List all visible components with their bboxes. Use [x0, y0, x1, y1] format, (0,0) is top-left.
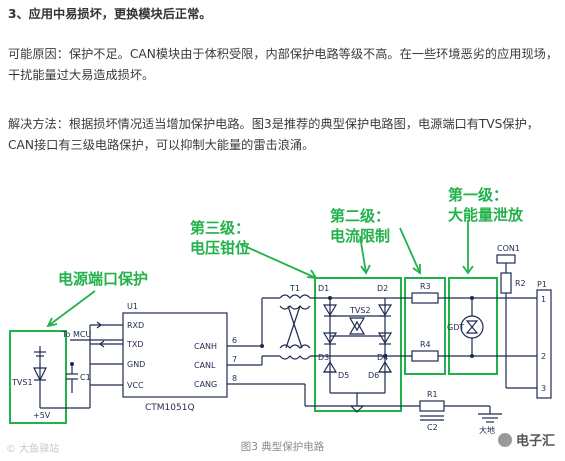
pin-number-8: 8 — [232, 374, 237, 383]
solution-paragraph: 解决方法：根据损坏情况适当增加保护电路。图3是推荐的典型保护电路图，电源端口有T… — [8, 117, 539, 152]
chip-pin-cang: CANG — [194, 380, 217, 389]
label-r4: R4 — [420, 340, 431, 349]
label-p1-pin3: 3 — [541, 384, 546, 393]
chip-pin-rxd: RXD — [127, 321, 144, 330]
annotation-level2-desc: 电流限制 — [330, 227, 390, 245]
label-tvs1: TVS1 — [11, 378, 33, 387]
label-d5: D5 — [338, 371, 349, 380]
wechat-icon — [497, 432, 512, 447]
annotation-level3-desc: 电压钳位 — [190, 239, 250, 257]
chip-pin-canl: CANL — [194, 361, 216, 370]
label-tvs2: TVS2 — [349, 306, 371, 315]
section-heading: 3、应用中易损坏，更换模块后正常。 — [8, 7, 212, 21]
label-con1: CON1 — [497, 244, 520, 253]
label-d3: D3 — [318, 353, 329, 362]
chip-pin-txd: TXD — [126, 340, 144, 349]
annotation-level2-title: 第二级： — [330, 207, 390, 225]
chip-ctm1051q — [122, 312, 228, 398]
watermark-left: © 大鱼驿站 — [6, 444, 60, 455]
watermark-right-text: 电子汇 — [515, 434, 555, 449]
label-u1: U1 — [127, 302, 138, 311]
chip-pin-canh: CANH — [194, 342, 217, 351]
label-mcu: To MCU — [61, 330, 91, 339]
label-p1-pin1: 1 — [541, 295, 546, 304]
annotation-level3-title: 第三级： — [190, 219, 250, 237]
label-d1: D1 — [318, 284, 329, 293]
label-r2: R2 — [515, 279, 526, 288]
annotation-level1-desc: 大能量泄放 — [448, 206, 524, 224]
label-5v: +5V — [33, 411, 51, 420]
label-p1-pin2: 2 — [541, 352, 546, 361]
connector-p1 — [536, 289, 552, 399]
pin-number-6: 6 — [232, 336, 237, 345]
label-d2: D2 — [377, 284, 388, 293]
chip-name: CTM1051Q — [145, 403, 195, 413]
label-t1: T1 — [289, 284, 300, 293]
annotation-level1-title: 第一级： — [448, 186, 508, 204]
annotation-power-port: 电源端口保护 — [58, 270, 148, 288]
watermark-right: 电子汇 — [497, 430, 555, 449]
protection-circuit-diagram: 电源端口保护 第三级： 电压钳位 第二级： 电流限制 第一级： 大能量泄放 U1… — [9, 186, 552, 435]
label-p1: P1 — [537, 280, 547, 289]
pin-number-7: 7 — [232, 355, 237, 364]
chip-pin-vcc: VCC — [127, 381, 144, 390]
label-d6: D6 — [368, 371, 379, 380]
level2-box — [404, 277, 446, 375]
label-d4: D4 — [377, 353, 388, 362]
cause-paragraph: 可能原因：保护不足。CAN模块由于体积受限，内部保护电路等级不高。在一些环境恶劣… — [8, 47, 559, 82]
label-gdt: GDT — [447, 323, 464, 332]
power-port-box — [9, 330, 67, 424]
figure-caption: 图3 典型保护电路 — [240, 441, 325, 453]
label-r3: R3 — [420, 282, 431, 291]
label-r1: R1 — [427, 390, 438, 399]
label-c2: C2 — [427, 423, 438, 432]
label-ground: 大地 — [479, 425, 495, 435]
level1-box — [448, 277, 498, 375]
chip-pin-gnd: GND — [127, 360, 145, 369]
label-c1: C1 — [80, 373, 91, 382]
